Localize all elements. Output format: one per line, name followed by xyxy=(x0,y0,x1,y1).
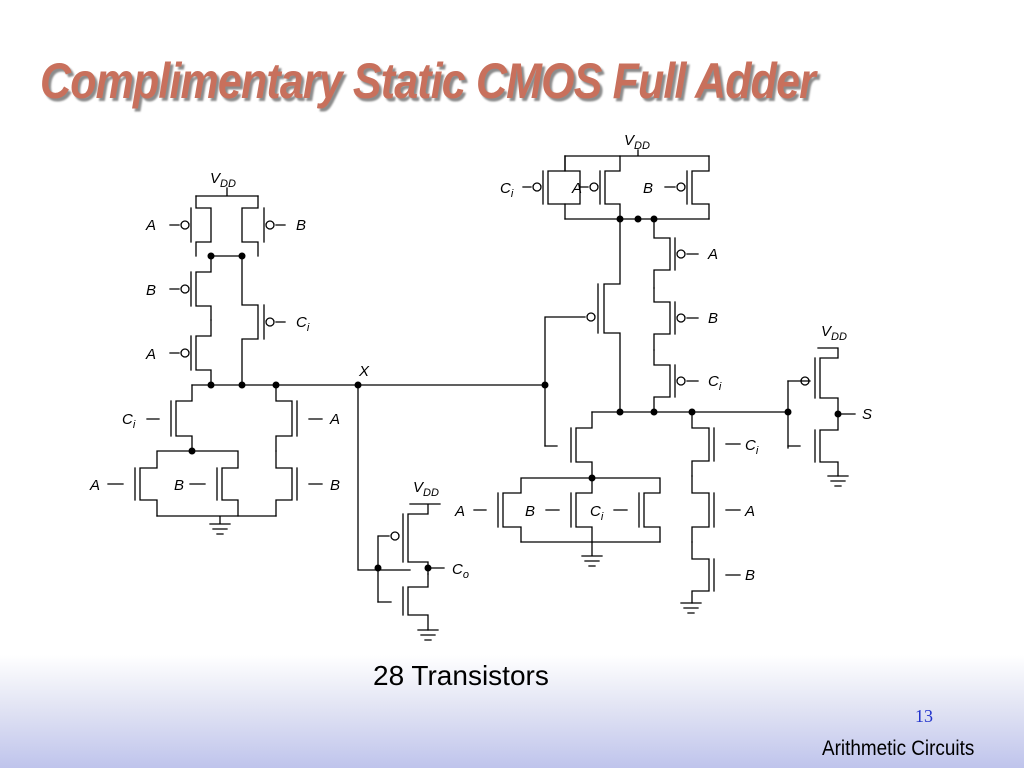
input-a-label: A xyxy=(707,246,718,263)
vdd-label-sum: VDD xyxy=(624,132,650,152)
vdd-label-left: VDD xyxy=(210,170,236,190)
input-a-label: A xyxy=(329,411,340,428)
input-b-label: B xyxy=(643,180,653,197)
input-ci-label: Ci xyxy=(590,503,604,523)
input-ci-label: Ci xyxy=(745,437,759,457)
footer-section-title: Arithmetic Circuits xyxy=(822,737,975,760)
input-a-label: A xyxy=(145,217,156,234)
vdd-label-carry-inv: VDD xyxy=(413,479,439,499)
input-a-label: A xyxy=(571,180,582,197)
input-b-label: B xyxy=(330,477,340,494)
slide-title: Complimentary Static CMOS Full Adder xyxy=(40,53,816,109)
vdd-label-sum-inv: VDD xyxy=(821,323,847,343)
input-b-label: B xyxy=(174,477,184,494)
sum-output-label: S xyxy=(862,406,872,423)
carry-out-label: Co xyxy=(452,561,469,581)
input-b-label: B xyxy=(525,503,535,520)
input-ci-label: Ci xyxy=(500,180,514,200)
transistor-count-caption: 28 Transistors xyxy=(373,660,549,691)
input-a-label: A xyxy=(454,503,465,520)
input-b-label: B xyxy=(745,567,755,584)
input-ci-label: Ci xyxy=(708,373,722,393)
input-b-label: B xyxy=(708,310,718,327)
input-b-label: B xyxy=(146,282,156,299)
page-number: 13 xyxy=(915,706,933,726)
input-a-label: A xyxy=(89,477,100,494)
input-ci-label: Ci xyxy=(122,411,136,431)
input-b-label: B xyxy=(296,217,306,234)
full-adder-schematic: VDD VDD VDD VDD A B B Ci A Ci A A B B X … xyxy=(89,132,872,641)
input-ci-label: Ci xyxy=(296,314,310,334)
input-a-label: A xyxy=(145,346,156,363)
node-x-label: X xyxy=(358,363,370,380)
input-a-label: A xyxy=(744,503,755,520)
